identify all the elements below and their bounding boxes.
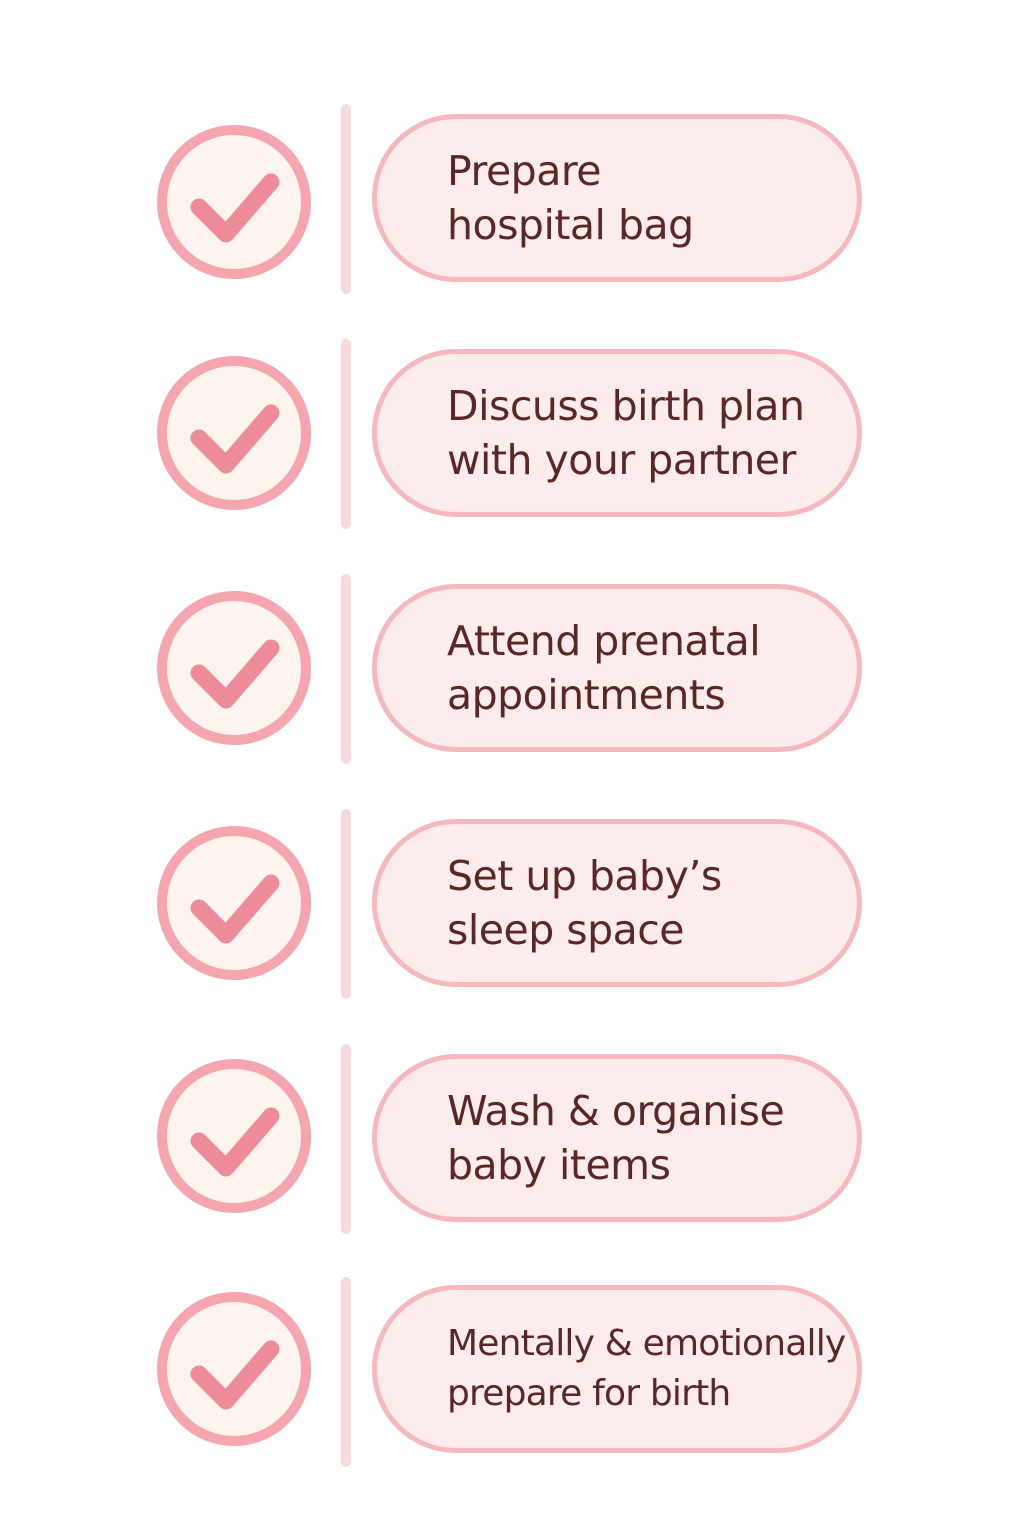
divider: [341, 339, 351, 529]
checkmark-icon[interactable]: [156, 355, 312, 511]
task-pill[interactable]: Mentally & emotionally prepare for birth: [372, 1285, 862, 1453]
divider: [341, 574, 351, 764]
checklist-item: Set up baby’s sleep space: [0, 809, 1024, 999]
checkmark-icon[interactable]: [156, 1058, 312, 1214]
task-label-line: Attend prenatal: [447, 617, 761, 665]
task-label: Set up baby’s sleep space: [447, 849, 722, 957]
checklist-item: Mentally & emotionally prepare for birth: [0, 1277, 1024, 1467]
task-label-line: Set up baby’s: [447, 852, 722, 900]
divider: [341, 104, 351, 294]
task-label-line: Wash & organise: [447, 1087, 785, 1135]
divider: [341, 1277, 351, 1467]
divider: [341, 1044, 351, 1234]
task-label-line: sleep space: [447, 906, 685, 954]
task-label-line: with your partner: [447, 436, 796, 484]
task-pill[interactable]: Attend prenatal appointments: [372, 584, 862, 752]
task-pill[interactable]: Wash & organise baby items: [372, 1054, 862, 1222]
task-label-line: Discuss birth plan: [447, 382, 805, 430]
divider: [341, 809, 351, 999]
task-label-line: baby items: [447, 1141, 671, 1189]
checklist-item: Discuss birth plan with your partner: [0, 339, 1024, 529]
checkmark-icon[interactable]: [156, 590, 312, 746]
checklist-item: Prepare hospital bag: [0, 104, 1024, 294]
task-label: Wash & organise baby items: [447, 1084, 785, 1192]
checkmark-icon[interactable]: [156, 124, 312, 280]
task-label: Prepare hospital bag: [447, 144, 694, 252]
checkmark-icon[interactable]: [156, 1291, 312, 1447]
task-label-line: hospital bag: [447, 201, 694, 249]
task-label-line: appointments: [447, 671, 726, 719]
task-pill[interactable]: Discuss birth plan with your partner: [372, 349, 862, 517]
task-label-line: Prepare: [447, 147, 602, 195]
checklist-item: Wash & organise baby items: [0, 1044, 1024, 1234]
task-label: Mentally & emotionally prepare for birth: [447, 1319, 846, 1419]
task-label: Attend prenatal appointments: [447, 614, 761, 722]
task-pill[interactable]: Prepare hospital bag: [372, 114, 862, 282]
task-pill[interactable]: Set up baby’s sleep space: [372, 819, 862, 987]
task-label-line: Mentally & emotionally: [447, 1323, 846, 1364]
task-label-line: prepare for birth: [447, 1373, 731, 1414]
task-label: Discuss birth plan with your partner: [447, 379, 805, 487]
checklist-item: Attend prenatal appointments: [0, 574, 1024, 764]
checkmark-icon[interactable]: [156, 825, 312, 981]
